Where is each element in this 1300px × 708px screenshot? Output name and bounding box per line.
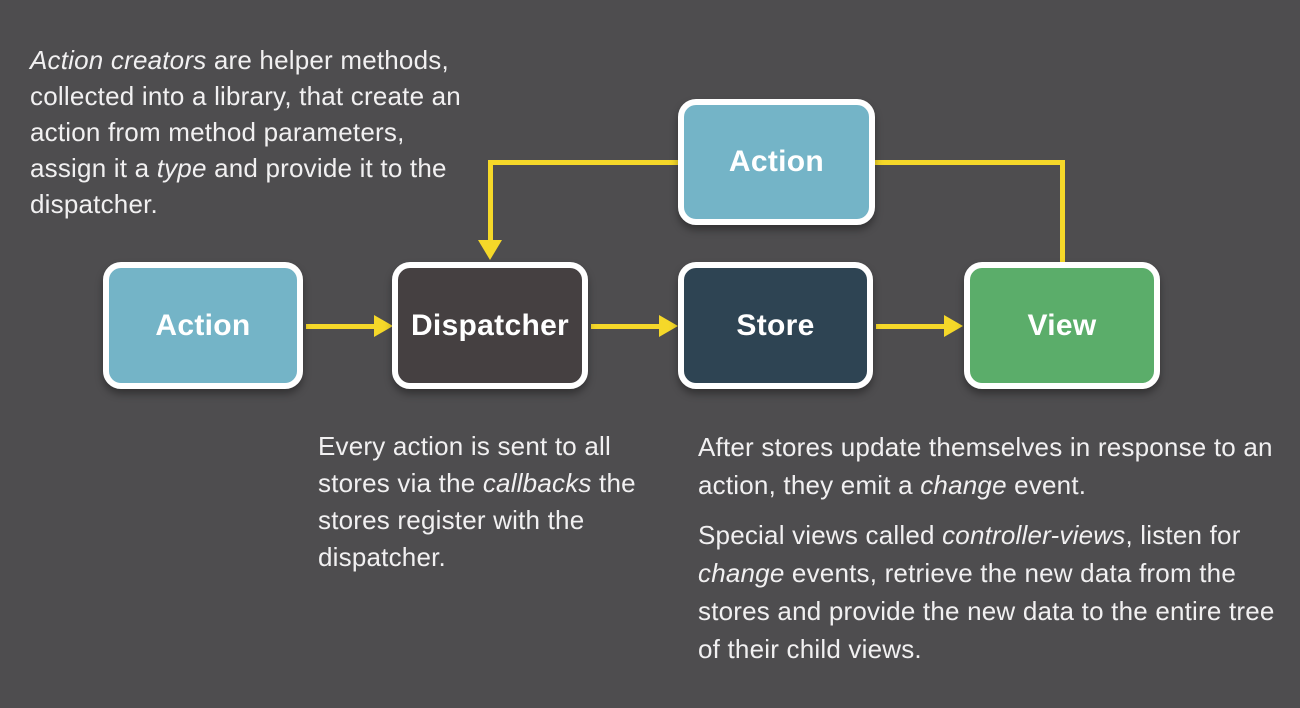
arrowhead-down-into-dispatcher [478,240,502,260]
arrowhead-into-store [659,315,678,337]
node-dispatcher-label: Dispatcher [410,308,570,342]
action-creators-note: Action creators are helper methods, coll… [30,45,461,219]
edge-action-feedback-vertical-line [488,160,493,242]
node-view-label: View [1027,308,1097,342]
edge-dispatcher-store-line [591,324,661,329]
node-dispatcher: Dispatcher [392,262,588,389]
node-store: Store [678,262,873,389]
node-action: Action [103,262,303,389]
edge-view-to-action-vertical-line [1060,160,1065,263]
node-store-label: Store [736,308,815,342]
node-view: View [964,262,1160,389]
node-action-top-label: Action [728,145,825,178]
node-action-label: Action [155,308,251,342]
arrowhead-into-view [944,315,963,337]
store-note-controller-views: Special views called controller-views, l… [698,520,1275,664]
store-view-notes: After stores update themselves in respon… [698,428,1276,680]
store-note-change-event: After stores update themselves in respon… [698,432,1273,500]
arrowhead-into-dispatcher [374,315,393,337]
edge-action-feedback-horizontal-line [488,160,678,165]
edge-view-to-action-horizontal-line [875,160,1065,165]
node-action-top: Action [678,99,875,225]
edge-action-dispatcher-line [306,324,376,329]
edge-store-view-line [876,324,946,329]
dispatcher-note: Every action is sent to all stores via t… [318,431,636,572]
